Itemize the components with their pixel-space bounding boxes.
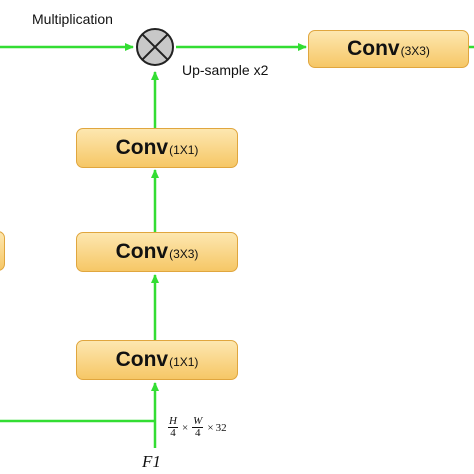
- conv-3x3-middle-box: Conv(3X3): [76, 232, 238, 272]
- channel-count: 32: [215, 421, 227, 434]
- kernel-size-label: (3X3): [400, 44, 430, 58]
- conv-label: Conv: [115, 348, 169, 371]
- multiplication-operator: [136, 28, 174, 66]
- height-symbol: H: [168, 415, 178, 428]
- width-symbol: W: [192, 415, 204, 428]
- dimension-label: H 4 × W 4 × 32: [166, 416, 227, 439]
- kernel-size-label: (3X3): [169, 247, 199, 261]
- multiplication-label: Multiplication: [32, 11, 113, 27]
- width-fraction: W 4: [192, 415, 204, 439]
- height-fraction: H 4: [168, 416, 178, 439]
- conv-label: Conv: [115, 240, 169, 263]
- width-divisor: 4: [195, 427, 201, 439]
- conv-label: Conv: [115, 136, 169, 159]
- conv-1x1-upper-box: Conv(1X1): [76, 128, 238, 168]
- conv-1x1-lower-box: Conv(1X1): [76, 340, 238, 380]
- upsample-label: Up-sample x2: [182, 62, 269, 78]
- partial-box-left-edge: [0, 231, 5, 271]
- kernel-size-label: (1X1): [169, 355, 199, 369]
- feature-label-f1: F1: [142, 452, 161, 471]
- times-symbol: ×: [207, 421, 214, 434]
- multiplication-cross-b: [141, 33, 169, 61]
- conv-label: Conv: [347, 37, 400, 60]
- times-symbol: ×: [181, 421, 189, 434]
- conv-3x3-top-right-box: Conv(3X3): [308, 30, 469, 68]
- kernel-size-label: (1X1): [169, 143, 199, 157]
- height-divisor: 4: [170, 427, 176, 439]
